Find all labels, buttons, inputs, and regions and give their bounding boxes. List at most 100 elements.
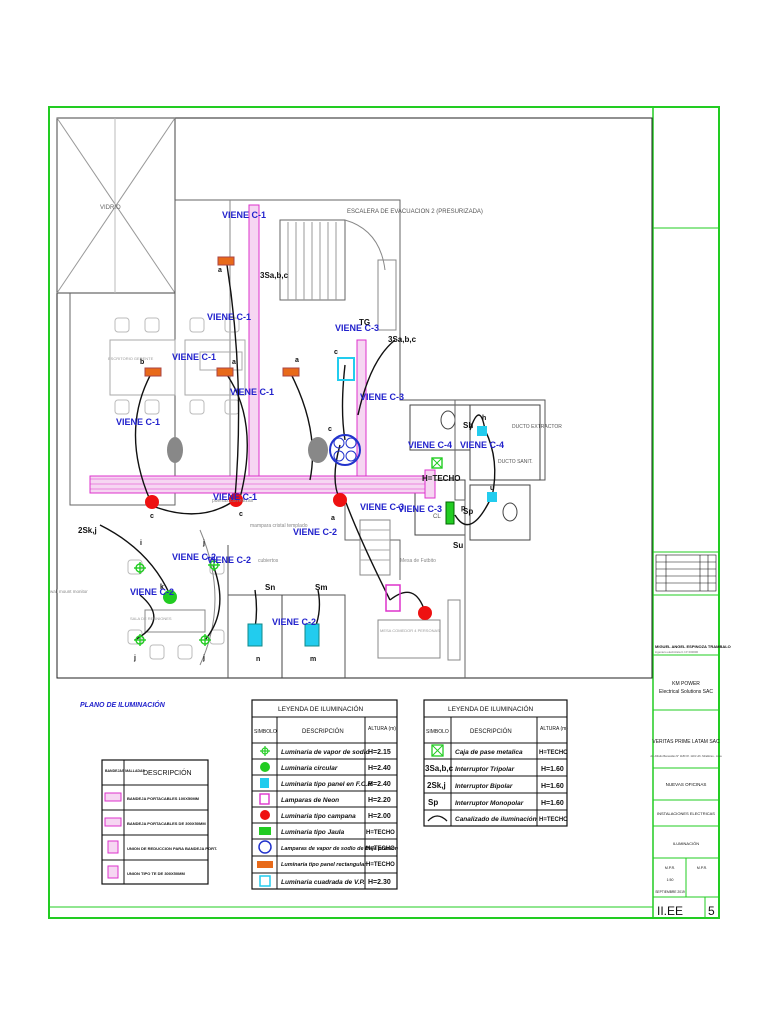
window-label: VIDRIO [100, 205, 121, 211]
svg-text:j: j [202, 655, 205, 662]
rect-panel-fixture [217, 256, 235, 266]
viene-tag: VIENE C-2 [172, 552, 216, 562]
svg-text:Su: Su [453, 541, 463, 550]
sliding-doors-label: puertas corredizas [212, 498, 254, 504]
svg-text:LEYENDA DE ILUMINACIÓN: LEYENDA DE ILUMINACIÓN [448, 704, 534, 713]
svg-text:H=2.40: H=2.40 [368, 781, 391, 788]
svg-text:Luminaria tipo campana: Luminaria tipo campana [281, 813, 356, 820]
svg-text:DESCRIPCIÓN: DESCRIPCIÓN [470, 728, 512, 735]
svg-text:a: a [232, 359, 236, 366]
svg-text:SEPTIEMBRE 2019: SEPTIEMBRE 2019 [655, 890, 685, 894]
panel-fcr-fixture [247, 623, 263, 647]
svg-text:2Sk,j: 2Sk,j [78, 526, 97, 535]
sodium-vapor-fixture [134, 559, 220, 646]
svg-text:DESCRIPCIÓN: DESCRIPCIÓN [302, 728, 344, 735]
rect-panel-fixture [216, 367, 234, 377]
svg-text:Luminaria tipo panel rectangul: Luminaria tipo panel rectangular [281, 862, 367, 868]
svg-text:ALTURA (m): ALTURA (m) [540, 726, 568, 732]
svg-text:LEYENDA DE ILUMINACIÓN: LEYENDA DE ILUMINACIÓN [278, 704, 364, 713]
viene-tag: VIENE C-2 [130, 587, 174, 597]
svg-text:ingeniero electricista C.I.P: ingeniero electricista C.I.P. 000000 [655, 650, 698, 654]
svg-text:UNION DE REDUCCION PARA BANDEJ: UNION DE REDUCCION PARA BANDEJA PORT. [127, 846, 217, 851]
campana-fixture [229, 493, 243, 507]
rect-panel-fixture [144, 367, 162, 377]
svg-text:2Sk,j: 2Sk,j [427, 781, 446, 790]
svg-text:ILUMINACIÓN: ILUMINACIÓN [673, 841, 699, 846]
cable-tray [89, 204, 436, 499]
sheet-border [48, 106, 720, 919]
dining-label: MESA COMEDOR 4 PERSONAS [380, 628, 440, 633]
svg-text:H=2.15: H=2.15 [368, 749, 391, 756]
svg-text:BANDEJAS MALLADAS: BANDEJAS MALLADAS [105, 769, 146, 773]
sanit-label: DUCTO SANIT. [498, 459, 533, 465]
fixtures [134, 256, 497, 647]
svg-text:Av. Alfredo Benavides N° 1180: Av. Alfredo Benavides N° 1180 Of. 1101 U… [650, 754, 722, 758]
svg-text:TG: TG [359, 318, 370, 327]
panel-fcr-fixture [487, 492, 497, 502]
svg-text:n: n [256, 656, 260, 663]
stair-label: ESCALERA DE EVACUACION 2 (PRESURIZADA) [347, 209, 483, 215]
svg-text:INSTALACIONES ELECTRICAS: INSTALACIONES ELECTRICAS [657, 811, 715, 816]
svg-text:H=2.30: H=2.30 [368, 879, 391, 886]
viene-tag: VIENE C-1 [207, 312, 251, 322]
svg-text:a: a [331, 515, 335, 522]
glass-partition-label: mampara cristal templado [250, 523, 308, 529]
svg-text:3Sa,b,c: 3Sa,b,c [260, 271, 289, 280]
svg-text:H=2.40: H=2.40 [368, 765, 391, 772]
rect-panel-fixture [282, 367, 300, 377]
svg-text:k: k [160, 584, 164, 591]
cl-label: CL [433, 514, 441, 520]
viene-tag: VIENE C-1 [172, 352, 216, 362]
svg-text:BANDEJA PORTACABLES DE 300X50M: BANDEJA PORTACABLES DE 300X50MM [127, 821, 206, 826]
panel-fcr-fixture [477, 426, 487, 436]
plan-labels: VIDRIO ESCALERA DE EVACUACION 2 (PRESURI… [50, 205, 562, 709]
campana-fixture [418, 606, 432, 620]
viene-tag: VIENE C-4 [408, 440, 452, 450]
svg-text:c: c [328, 426, 332, 433]
svg-text:SIMBOLO: SIMBOLO [426, 729, 449, 735]
svg-text:1:50: 1:50 [667, 878, 674, 882]
square-vp-fixture [337, 357, 355, 381]
svg-text:i: i [140, 540, 142, 547]
panel-fcr-fixture [304, 623, 320, 647]
campana-fixture [145, 495, 159, 509]
svg-text:Sh: Sh [463, 421, 473, 430]
svg-text:Canalizado de iluminación: Canalizado de iluminación [455, 816, 537, 823]
svg-text:NUEVAS OFICINAS: NUEVAS OFICINAS [666, 782, 707, 787]
svg-text:a: a [295, 357, 299, 364]
svg-text:Interruptor Tripolar: Interruptor Tripolar [455, 766, 515, 773]
svg-text:h: h [482, 415, 486, 422]
viene-tag: VIENE C-2 [272, 617, 316, 627]
svg-text:p: p [461, 505, 465, 512]
drawing-code: II.EE [657, 904, 683, 918]
svg-text:u: u [490, 485, 494, 492]
viene-tag: VIENE C-3 [335, 323, 379, 333]
svg-text:m: m [310, 656, 316, 663]
svg-text:b: b [140, 359, 144, 366]
luminaire-legend: LEYENDA DE ILUMINACIÓN SIMBOLO DESCRIPCI… [251, 699, 399, 890]
svg-text:H=TECHO: H=TECHO [366, 846, 395, 852]
svg-text:H=TECHO: H=TECHO [366, 862, 395, 868]
svg-text:H=1.60: H=1.60 [541, 766, 564, 773]
monitor-label: wall mount monitor [50, 589, 88, 594]
viene-tag: VIENE C-3 [360, 502, 404, 512]
svg-text:ALTURA (m): ALTURA (m) [368, 726, 396, 732]
svg-text:Interruptor Bipolar: Interruptor Bipolar [455, 783, 513, 790]
plan-title: PLANO DE ILUMINACIÓN [80, 700, 166, 709]
svg-text:Sp: Sp [463, 507, 473, 516]
svg-text:Sn: Sn [265, 583, 275, 592]
sodium-low-pressure-fixture [329, 434, 361, 466]
cubiertos-label: cubiertos [258, 558, 279, 564]
svg-text:c: c [334, 349, 338, 356]
floor-plan [56, 117, 546, 678]
svg-text:H=2.20: H=2.20 [368, 797, 391, 804]
svg-text:Interruptor Monopolar: Interruptor Monopolar [455, 800, 524, 807]
svg-text:MIGUEL ANGEL ESPINOZA TRAMBALO: MIGUEL ANGEL ESPINOZA TRAMBALO [655, 644, 731, 649]
switch-legend: LEYENDA DE ILUMINACIÓN SIMBOLO DESCRIPCI… [423, 699, 568, 827]
svg-text:a: a [218, 267, 222, 274]
svg-text:Lamparas de Neon: Lamparas de Neon [281, 797, 339, 804]
title-block: MIGUEL ANGEL ESPINOZA TRAMBALO ingeniero… [650, 227, 731, 918]
circular-fixture [163, 590, 177, 604]
svg-text:H=TECHO: H=TECHO [539, 750, 568, 756]
